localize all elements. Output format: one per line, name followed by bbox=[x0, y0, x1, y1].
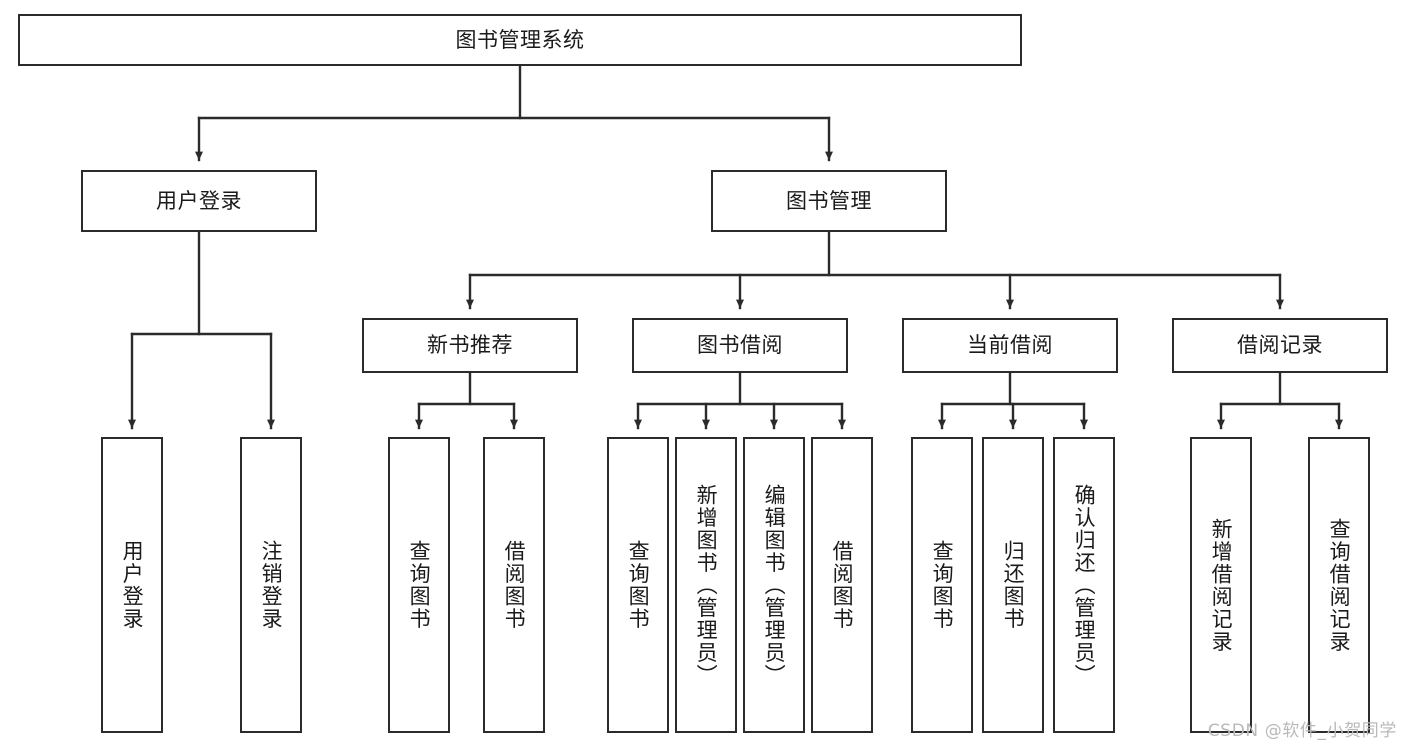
node-new-book-recommend[interactable]: 新书推荐 bbox=[362, 318, 578, 373]
node-leaf-query-book-1[interactable]: 查询图书 bbox=[388, 437, 450, 733]
node-leaf-borrow-book-2-label: 借阅图书 bbox=[830, 540, 855, 630]
node-leaf-query-record-label: 查询借阅记录 bbox=[1327, 517, 1352, 653]
node-leaf-return-book[interactable]: 归还图书 bbox=[982, 437, 1044, 733]
node-leaf-query-book-1-label: 查询图书 bbox=[407, 540, 432, 630]
watermark-text: CSDN @软件_小贺同学 bbox=[1207, 721, 1397, 741]
node-root-label: 图书管理系统 bbox=[455, 27, 585, 52]
node-leaf-query-book-2-label: 查询图书 bbox=[626, 540, 651, 630]
node-book-manage[interactable]: 图书管理 bbox=[711, 170, 947, 232]
node-leaf-logout[interactable]: 注销登录 bbox=[240, 437, 302, 733]
node-borrow-record[interactable]: 借阅记录 bbox=[1172, 318, 1388, 373]
node-user-login[interactable]: 用户登录 bbox=[81, 170, 317, 232]
node-leaf-borrow-book-1-label: 借阅图书 bbox=[502, 540, 527, 630]
node-book-manage-label: 图书管理 bbox=[786, 188, 872, 213]
node-leaf-add-book[interactable]: 新增图书（管理员） bbox=[675, 437, 737, 733]
node-leaf-add-book-label: 新增图书（管理员） bbox=[694, 483, 719, 687]
node-leaf-user-login[interactable]: 用户登录 bbox=[101, 437, 163, 733]
node-leaf-query-book-2[interactable]: 查询图书 bbox=[607, 437, 669, 733]
node-leaf-confirm-return-label: 确认归还（管理员） bbox=[1072, 483, 1097, 687]
node-book-borrow-label: 图书借阅 bbox=[697, 333, 783, 358]
node-leaf-user-login-label: 用户登录 bbox=[120, 540, 145, 630]
node-root[interactable]: 图书管理系统 bbox=[18, 14, 1022, 66]
node-leaf-query-book-3-label: 查询图书 bbox=[930, 540, 955, 630]
node-new-book-recommend-label: 新书推荐 bbox=[427, 333, 513, 358]
node-leaf-add-record[interactable]: 新增借阅记录 bbox=[1190, 437, 1252, 733]
node-user-login-label: 用户登录 bbox=[156, 188, 242, 213]
node-current-borrow[interactable]: 当前借阅 bbox=[902, 318, 1118, 373]
node-leaf-borrow-book-2[interactable]: 借阅图书 bbox=[811, 437, 873, 733]
node-leaf-borrow-book-1[interactable]: 借阅图书 bbox=[483, 437, 545, 733]
node-leaf-query-record[interactable]: 查询借阅记录 bbox=[1308, 437, 1370, 733]
node-current-borrow-label: 当前借阅 bbox=[967, 333, 1053, 358]
node-leaf-add-record-label: 新增借阅记录 bbox=[1209, 517, 1234, 653]
node-leaf-edit-book-label: 编辑图书（管理员） bbox=[762, 483, 787, 687]
node-leaf-query-book-3[interactable]: 查询图书 bbox=[911, 437, 973, 733]
node-leaf-return-book-label: 归还图书 bbox=[1001, 540, 1026, 630]
node-book-borrow[interactable]: 图书借阅 bbox=[632, 318, 848, 373]
node-borrow-record-label: 借阅记录 bbox=[1237, 333, 1323, 358]
node-leaf-edit-book[interactable]: 编辑图书（管理员） bbox=[743, 437, 805, 733]
node-leaf-logout-label: 注销登录 bbox=[259, 540, 284, 630]
node-leaf-confirm-return[interactable]: 确认归还（管理员） bbox=[1053, 437, 1115, 733]
